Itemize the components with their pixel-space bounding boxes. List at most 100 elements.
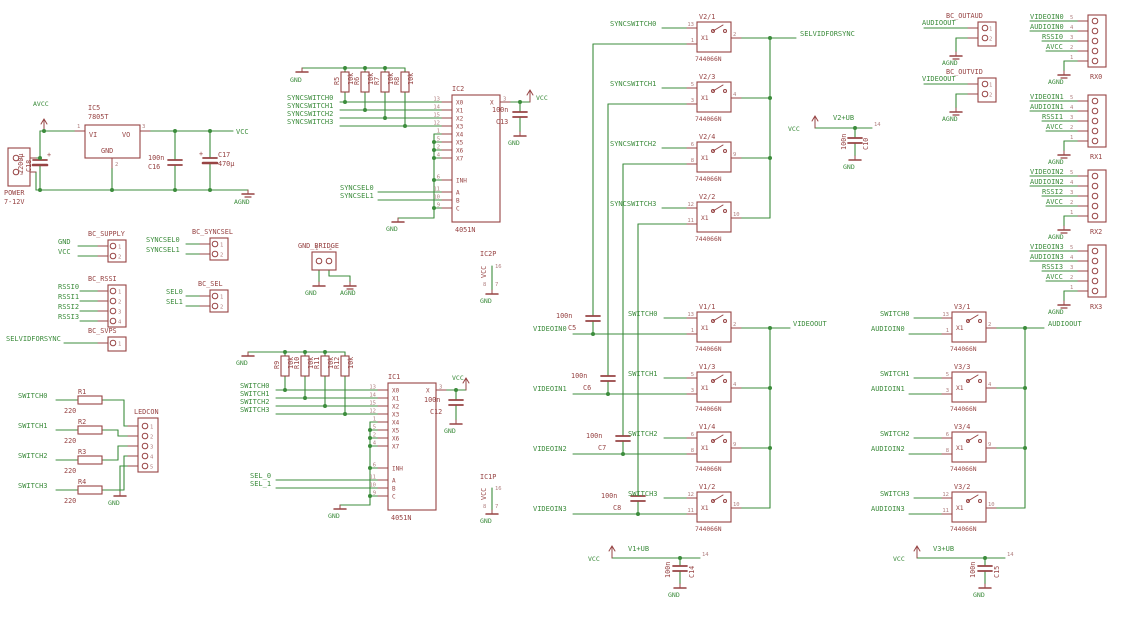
net-label-syncswitch2[interactable]: SYNCSWITCH2 bbox=[287, 110, 333, 118]
agnd-symbol[interactable]: AGND bbox=[1048, 70, 1071, 86]
net-label-rssi1[interactable]: RSSI1 bbox=[58, 293, 79, 301]
net-label-audioin1[interactable]: AUDIOIN1 bbox=[871, 385, 905, 393]
net-label-rssi2[interactable]: RSSI2 bbox=[58, 303, 79, 311]
net-label-syncswitch0[interactable]: SYNCSWITCH0 bbox=[287, 94, 333, 102]
gnd-symbol[interactable]: GND bbox=[305, 281, 326, 297]
bc-svps-connector[interactable]: 1 bbox=[97, 336, 127, 352]
supply-net-label[interactable]: GND bbox=[236, 359, 248, 367]
supply-net-label[interactable]: GND bbox=[108, 499, 120, 507]
supply-net-label[interactable]: GND bbox=[843, 163, 855, 171]
supply-net-label[interactable]: GND bbox=[305, 289, 317, 297]
supply-net-label[interactable]: AGND bbox=[942, 115, 958, 123]
net-label-switch1[interactable]: SWITCH1 bbox=[880, 370, 910, 378]
net-label-sel_1[interactable]: SEL_1 bbox=[250, 480, 271, 488]
vcc-symbol[interactable]: VCC bbox=[788, 115, 819, 133]
resistor[interactable] bbox=[340, 355, 350, 377]
net-label-sel_0[interactable]: SEL_0 bbox=[250, 472, 271, 480]
net-label-videoin0[interactable]: VIDEOIN0 bbox=[533, 325, 567, 333]
supply-net-label[interactable]: GND bbox=[290, 76, 302, 84]
supply-net-label[interactable]: AGND bbox=[1048, 233, 1064, 241]
capacitor[interactable] bbox=[201, 157, 219, 165]
power-connector[interactable] bbox=[7, 147, 31, 187]
supply-net-label[interactable]: AGND bbox=[1048, 308, 1064, 316]
net-label-videoin2[interactable]: VIDEOIN2 bbox=[1030, 168, 1064, 176]
vcc-symbol[interactable]: AVCC bbox=[33, 100, 49, 132]
supply-net-label[interactable]: AGND bbox=[1048, 78, 1064, 86]
gnd-symbol[interactable]: GND bbox=[108, 491, 127, 507]
net-label-videoin2[interactable]: VIDEOIN2 bbox=[533, 445, 567, 453]
vcc-symbol[interactable]: VCC bbox=[893, 545, 921, 563]
supply-net-label[interactable]: GND bbox=[328, 512, 340, 520]
agnd-symbol[interactable]: AGND bbox=[942, 51, 963, 67]
bc-supply-connector[interactable]: 12 bbox=[97, 239, 127, 263]
supply-net-label[interactable]: GND bbox=[386, 225, 398, 233]
bc-outaud-connector[interactable]: 12 bbox=[967, 21, 997, 47]
gnd-symbol[interactable]: GND bbox=[386, 217, 405, 233]
net-label-gnd[interactable]: GND bbox=[58, 238, 71, 246]
supply-net-label[interactable]: GND bbox=[508, 139, 520, 147]
agnd-symbol[interactable]: AGND bbox=[942, 107, 963, 123]
supply-net-label[interactable]: VCC bbox=[893, 555, 905, 563]
gnd-symbol[interactable]: GND bbox=[444, 419, 463, 435]
net-label-v2+ub[interactable]: V2+UB bbox=[833, 114, 854, 122]
supply-net-label[interactable]: GND bbox=[973, 591, 985, 599]
supply-net-label[interactable]: VCC bbox=[588, 555, 600, 563]
resistor[interactable] bbox=[340, 71, 350, 93]
net-label-avcc[interactable]: AVCC bbox=[1046, 123, 1063, 131]
net-label-switch3[interactable]: SWITCH3 bbox=[18, 482, 48, 490]
supply-net-label[interactable]: GND bbox=[480, 517, 492, 525]
agnd-symbol[interactable]: AGND bbox=[1048, 150, 1071, 166]
net-label-switch2[interactable]: SWITCH2 bbox=[628, 430, 658, 438]
gnd-symbol[interactable]: GND bbox=[973, 583, 992, 599]
net-label-videoout[interactable]: VIDEOOUT bbox=[793, 320, 828, 328]
net-label-rssi0[interactable]: RSSI0 bbox=[1042, 33, 1063, 41]
gnd-symbol[interactable]: GND bbox=[480, 289, 499, 305]
capacitor[interactable] bbox=[167, 159, 183, 166]
net-label-audioin3[interactable]: AUDIOIN3 bbox=[871, 505, 905, 513]
vcc-symbol[interactable]: VCC bbox=[526, 89, 548, 103]
net-label-videoin1[interactable]: VIDEOIN1 bbox=[533, 385, 567, 393]
net-label-switch3[interactable]: SWITCH3 bbox=[240, 406, 270, 414]
ic5-regulator[interactable] bbox=[84, 124, 141, 159]
net-label-switch2[interactable]: SWITCH2 bbox=[240, 398, 270, 406]
gnd-symbol[interactable]: GND bbox=[668, 583, 687, 599]
net-label-syncsel0[interactable]: SYNCSEL0 bbox=[340, 184, 374, 192]
net-label-rssi0[interactable]: RSSI0 bbox=[58, 283, 79, 291]
net-label-audioout[interactable]: AUDIOOUT bbox=[1048, 320, 1083, 328]
gnd-bridge[interactable] bbox=[311, 251, 337, 271]
net-label-syncswitch3[interactable]: SYNCSWITCH3 bbox=[287, 118, 333, 126]
net-label-switch0[interactable]: SWITCH0 bbox=[18, 392, 48, 400]
capacitor[interactable] bbox=[672, 565, 688, 572]
net-label-switch3[interactable]: SWITCH3 bbox=[628, 490, 658, 498]
agnd-symbol[interactable]: AGND bbox=[1048, 300, 1071, 316]
net-label-syncswitch2[interactable]: SYNCSWITCH2 bbox=[610, 140, 656, 148]
net-label-rssi2[interactable]: RSSI2 bbox=[1042, 188, 1063, 196]
net-label-audioin0[interactable]: AUDIOIN0 bbox=[1030, 23, 1064, 31]
net-label-sel0[interactable]: SEL0 bbox=[166, 288, 183, 296]
resistor[interactable] bbox=[77, 425, 103, 435]
net-label-avcc[interactable]: AVCC bbox=[1046, 43, 1063, 51]
vcc-symbol[interactable]: VCC bbox=[452, 374, 470, 391]
bc-syncsel-connector[interactable]: 12 bbox=[199, 237, 229, 261]
capacitor[interactable] bbox=[31, 159, 49, 167]
net-label-syncsel0[interactable]: SYNCSEL0 bbox=[146, 236, 180, 244]
supply-net-label[interactable]: VCC bbox=[788, 125, 800, 133]
net-label-videoin1[interactable]: VIDEOIN1 bbox=[1030, 93, 1064, 101]
resistor[interactable] bbox=[400, 71, 410, 93]
supply-net-label[interactable]: VCC bbox=[536, 94, 548, 102]
net-label-audioin3[interactable]: AUDIOIN3 bbox=[1030, 253, 1064, 261]
vcc-symbol[interactable]: VCC bbox=[588, 545, 616, 563]
net-label-audioout[interactable]: AUDIOOUT bbox=[922, 19, 957, 27]
resistor[interactable] bbox=[280, 355, 290, 377]
net-label-switch1[interactable]: SWITCH1 bbox=[18, 422, 48, 430]
capacitor[interactable] bbox=[512, 111, 528, 118]
resistor[interactable] bbox=[77, 455, 103, 465]
net-label-switch1[interactable]: SWITCH1 bbox=[240, 390, 270, 398]
